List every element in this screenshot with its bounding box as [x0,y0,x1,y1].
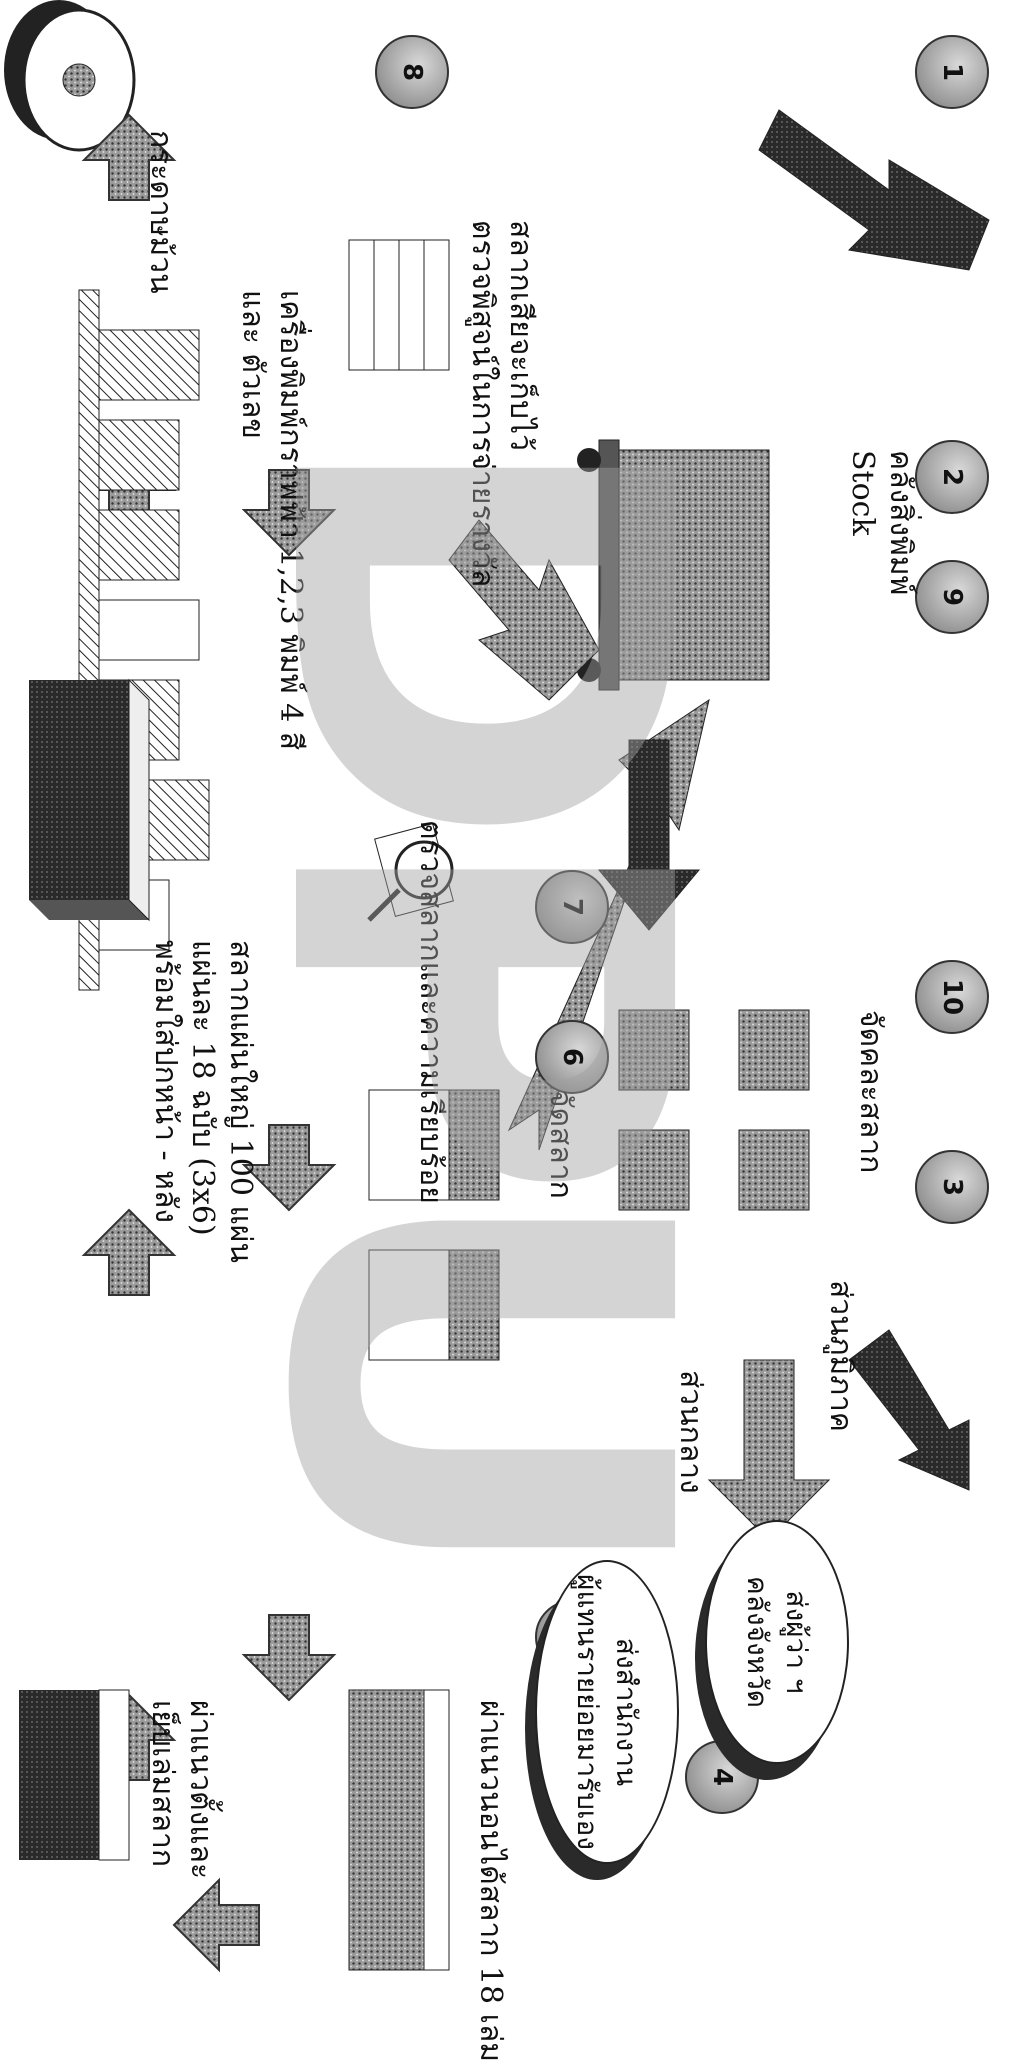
step-badge: 3 [915,1150,989,1224]
destination-oval: ส่งสำนักงาน ผู้แทนรายย่อยมารับเอง [535,1560,679,1864]
arrow-label: ส่วนภูมิภาค [823,1280,858,1432]
watermark-text: DPU [173,420,779,1565]
label-line: ผ่าแนวตั้งและ [183,1700,218,1880]
cut-booklets-icon [348,1689,450,1971]
oval-line: ส่งผู้ว่า ฯ [780,1590,814,1694]
step-badge: 1 [915,35,989,109]
flow-arrow-icon [597,739,701,931]
mixed-cubes-icon [618,1009,810,1211]
step-label: ผ่าแนวตั้งและ เย็บเล่มสลาก [144,1700,219,1879]
sheet-stack-icon [29,678,150,922]
label-line: คลังสิ่งพิมพ์ [883,450,918,596]
oval-line: คลังจังหวัด [741,1575,774,1708]
label-line: จัดคละสลาก [853,1010,888,1174]
label-line: เย็บเล่มสลาก [145,1700,181,1867]
oval-line: ส่งสำนักงาน [610,1637,644,1787]
flow-arrow-icon [758,109,990,271]
bound-booklets-icon [19,1689,130,1861]
step-label: ผ่าแนวนอนได้สลาก 18 เล่ม [472,1700,510,2062]
flow-arrow-icon [243,1614,335,1701]
step-label: กระดาษม้วน [142,130,180,294]
step-label: จัดคละสลาก [852,1010,890,1173]
label-line: ผ่าแนวนอนได้สลาก 18 เล่ม [473,1700,508,2062]
label-line: Stock [845,450,881,536]
pallet-stock-icon [577,439,770,691]
step-label: คลังสิ่งพิมพ์ Stock [844,450,919,595]
spoiled-stack-icon [348,239,450,371]
paper-roll-icon [4,0,136,152]
step-badge: 2 [915,440,989,514]
flow-arrow-icon [448,519,600,701]
rotated-canvas: 1 2 3 4 5 6 7 8 9 10 กระดาษม้วน เครื่องพ… [4,0,990,2062]
flow-arrow-icon [848,1329,970,1491]
flow-arrow-icon [173,1879,260,1971]
label-line: กระดาษม้วน [143,130,178,294]
step-badge: 8 [375,35,449,109]
step-badge: 9 [915,560,989,634]
oval-line: ผู้แทนรายย่อยมารับเอง [571,1574,604,1850]
step-badge: 10 [915,960,989,1034]
sorted-lottery-icon [368,1089,500,1361]
magnifier-icon [367,822,454,922]
diagram-graphics [4,0,990,1971]
process-diagram: 1 2 3 4 5 6 7 8 9 10 กระดาษม้วน เครื่องพ… [4,0,990,2062]
